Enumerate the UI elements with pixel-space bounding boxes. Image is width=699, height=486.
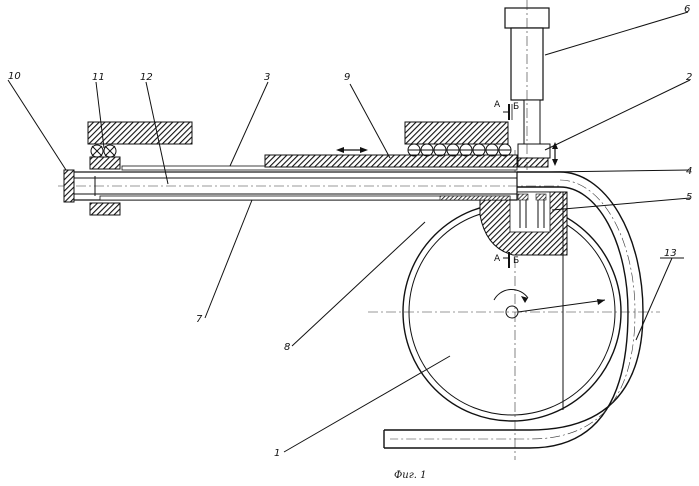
label-9: 9 (344, 72, 350, 83)
label-13: 13 (664, 248, 677, 259)
label-3: 3 (264, 72, 270, 83)
label-8: 8 (284, 342, 290, 353)
section-mark-top-b: Б (513, 102, 519, 112)
end-cap (63, 169, 75, 203)
label-12: 12 (140, 72, 153, 83)
rotation-arrow (493, 288, 529, 301)
bent-pipe (383, 171, 644, 449)
right-roller-assembly (404, 121, 512, 157)
section-marks: А Б А Б (494, 100, 519, 268)
label-6: 6 (684, 4, 690, 15)
label-10: 10 (8, 71, 21, 82)
vertical-cylinder (504, 0, 558, 170)
label-4: 4 (686, 166, 692, 177)
left-roller-assembly (87, 121, 193, 216)
leader-lines (7, 11, 691, 453)
reference-labels: 10 11 12 3 9 6 2 4 5 7 8 1 13 (8, 4, 692, 459)
section-mark-top-a: А (494, 100, 501, 110)
section-mark-bottom-a: А (494, 254, 501, 264)
label-5: 5 (686, 192, 692, 203)
section-mark-bottom-b: Б (513, 256, 519, 266)
label-11: 11 (92, 72, 105, 83)
label-1: 1 (274, 448, 280, 459)
label-2: 2 (686, 72, 692, 83)
figure-caption: Фиг. 1 (394, 470, 427, 481)
label-7: 7 (196, 314, 203, 325)
straight-pipe (58, 171, 560, 201)
carriage-rail (121, 147, 518, 171)
clamp-block (479, 191, 568, 410)
